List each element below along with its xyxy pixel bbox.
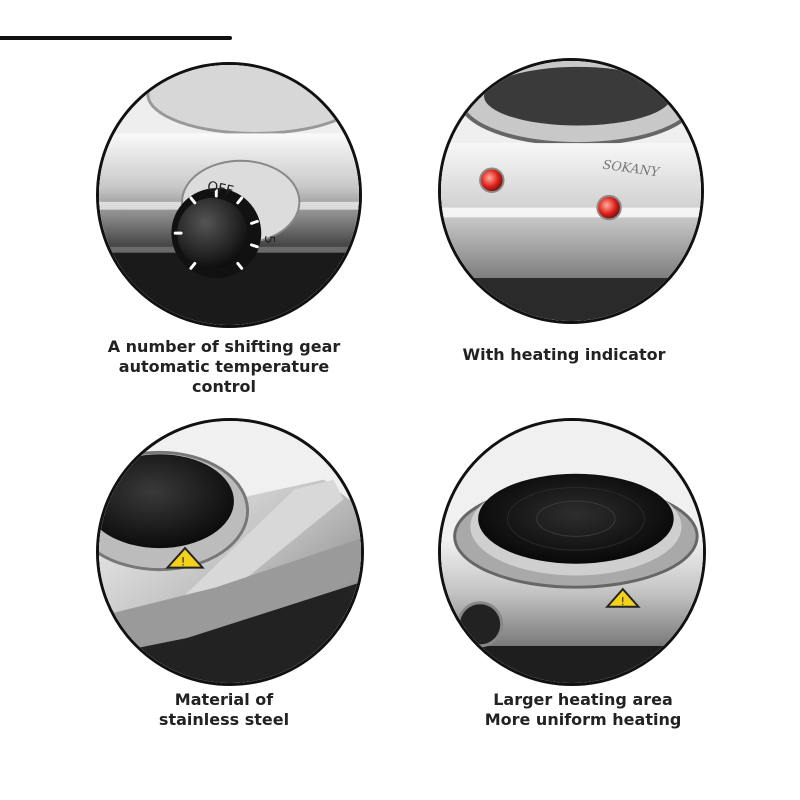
knob-closeup-image: OFF 5 [96,62,362,328]
caption-heating-area: Larger heating area More uniform heating [485,690,682,730]
knob-off-marking: OFF [206,178,235,199]
top-divider [0,36,232,40]
caption-line: automatic temperature [118,357,330,376]
caption-heating-indicator: With heating indicator [463,345,666,365]
caption-line: control [192,377,256,396]
steel-closeup-image: ! [96,418,364,686]
caption-stainless-steel: Material of stainless steel [159,690,289,730]
indicator-closeup-image: SOKANY [438,58,704,324]
caption-line: Larger heating area [493,690,673,709]
caption-line: With heating indicator [462,345,666,364]
svg-text:!: ! [181,555,186,569]
caption-line: A number of shifting gear [107,337,341,356]
knob-level-marking: 5 [261,235,277,244]
caption-line: stainless steel [158,710,290,729]
caption-gear-control: A number of shifting gear automatic temp… [108,337,341,397]
svg-text:!: ! [621,595,625,608]
heating-plate-closeup-image: ! [438,418,706,686]
caption-line: More uniform heating [484,710,682,729]
caption-line: Material of [174,690,274,709]
